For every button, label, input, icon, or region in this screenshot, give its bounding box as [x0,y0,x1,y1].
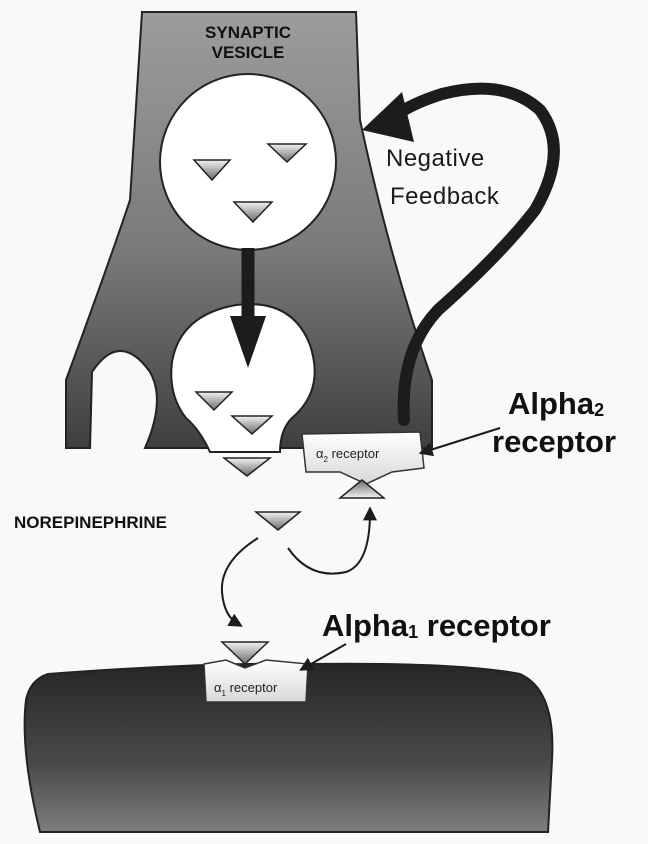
vesicle-label-line2: VESICLE [212,43,285,62]
synaptic-vesicle [160,74,336,250]
feedback-label-line1: Negative [386,145,485,172]
alpha2-pointer [424,428,500,452]
norepinephrine-label: NOREPINEPHRINE [14,513,167,532]
norepinephrine-molecule [224,458,270,476]
vesicle-label-line1: SYNAPTIC [205,23,291,42]
alpha2-title: Alpha2 [508,386,604,421]
reuptake-arrow-to-alpha2 [288,512,370,574]
norepinephrine-molecule-released [256,512,300,530]
arrow-to-alpha1 [222,538,258,624]
alpha1-title: Alpha1 receptor [322,608,551,643]
norepinephrine-molecule-bound-alpha2 [340,480,384,498]
negative-feedback-arrowhead [362,92,414,142]
alpha2-title-line2: receptor [492,424,616,459]
feedback-label-line2: Feedback [390,183,500,210]
